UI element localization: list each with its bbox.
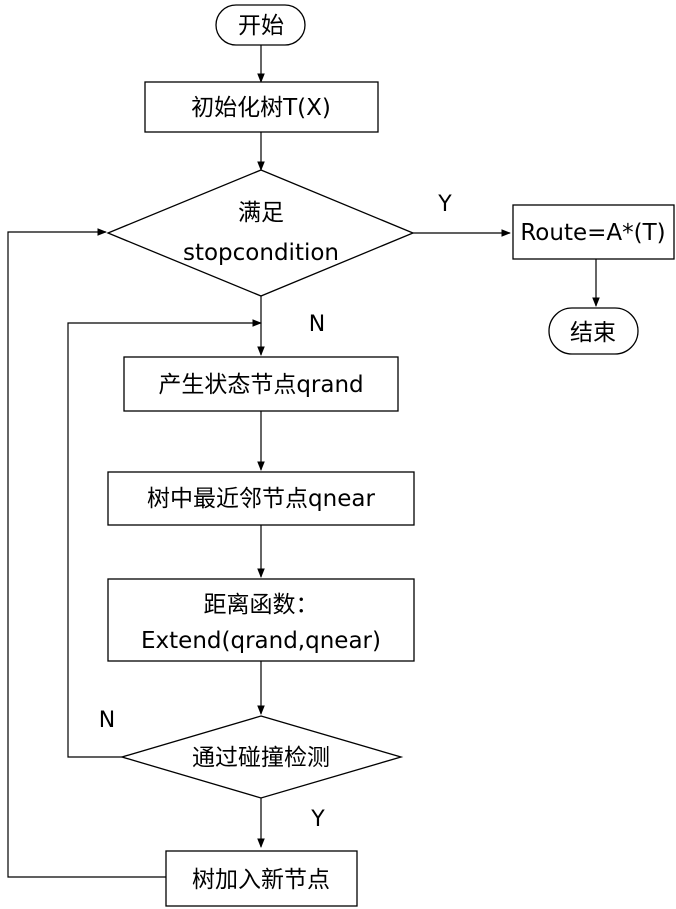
collision-no-label: N bbox=[99, 708, 115, 733]
edge-collision-no-loop bbox=[67, 319, 262, 758]
stop-condition-label-1: 满足 bbox=[238, 200, 284, 226]
collision-yes-label: Y bbox=[310, 807, 325, 832]
stop-yes-label: Y bbox=[437, 192, 452, 217]
stop-condition-label-2: stopcondition bbox=[183, 240, 339, 266]
route-label: Route=A*(T) bbox=[520, 220, 665, 246]
stop-no-label: N bbox=[309, 312, 325, 337]
route-node: Route=A*(T) bbox=[512, 204, 675, 260]
generate-state-node: 产生状态节点qrand bbox=[123, 356, 399, 412]
start-node: 开始 bbox=[215, 4, 306, 46]
init-tree-node: 初始化树T(X) bbox=[144, 81, 379, 133]
distance-function-label-2: Extend(qrand,qnear) bbox=[141, 628, 381, 654]
collision-label: 通过碰撞检测 bbox=[192, 745, 330, 771]
start-label: 开始 bbox=[238, 13, 284, 39]
nearest-label: 树中最近邻节点qnear bbox=[147, 486, 375, 512]
distance-function-node: 距离函数： Extend(qrand,qnear) bbox=[107, 578, 415, 662]
add-node-node: 树加入新节点 bbox=[165, 850, 358, 907]
end-node: 结束 bbox=[548, 307, 639, 355]
distance-function-label-1: 距离函数： bbox=[204, 592, 319, 618]
edge-addnode-loop bbox=[7, 228, 166, 878]
init-tree-label: 初始化树T(X) bbox=[191, 95, 331, 121]
connectors bbox=[7, 45, 600, 878]
collision-decision: 通过碰撞检测 bbox=[119, 715, 404, 799]
stop-condition-decision: 满足 stopcondition bbox=[106, 169, 415, 297]
generate-state-label: 产生状态节点qrand bbox=[158, 372, 363, 398]
nearest-node: 树中最近邻节点qnear bbox=[107, 471, 415, 526]
end-label: 结束 bbox=[570, 320, 616, 346]
add-node-label: 树加入新节点 bbox=[192, 867, 330, 893]
